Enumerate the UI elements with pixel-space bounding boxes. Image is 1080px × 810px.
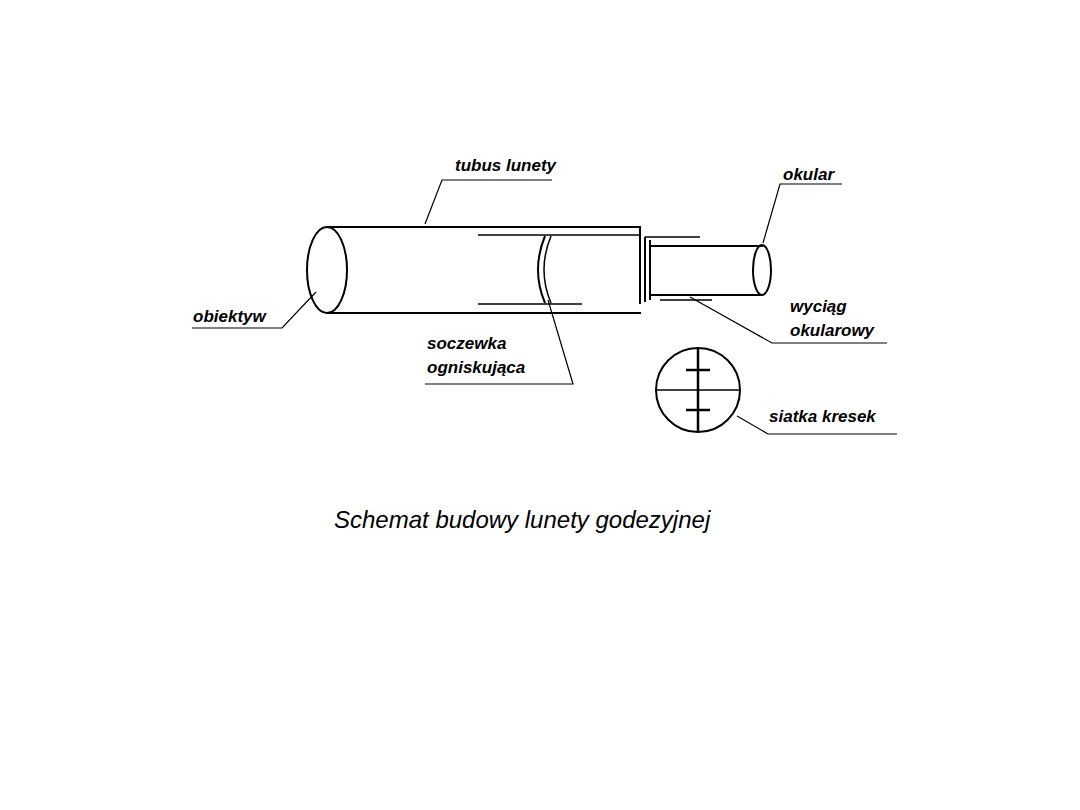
focus-guide bbox=[478, 303, 582, 305]
tube-outline bbox=[327, 226, 641, 228]
tube-outline bbox=[639, 227, 641, 304]
reticle-tick bbox=[686, 369, 710, 372]
focus-guide bbox=[478, 234, 640, 236]
reticle-tick bbox=[686, 409, 710, 412]
reticle-line bbox=[697, 348, 700, 432]
leader-line bbox=[192, 292, 316, 328]
eyepiece-lens bbox=[753, 245, 771, 295]
part-label: siatka kresek bbox=[769, 405, 876, 429]
drawtube-outline bbox=[650, 294, 763, 296]
reticle bbox=[656, 348, 740, 432]
focusing-lens bbox=[544, 236, 551, 303]
drawtube-outline bbox=[644, 237, 646, 302]
drawtube-outline bbox=[660, 299, 712, 301]
drawtube-outline bbox=[650, 245, 763, 247]
leader-line bbox=[425, 180, 552, 224]
leader-line bbox=[763, 184, 842, 243]
leader-line bbox=[425, 300, 573, 384]
part-label: wyciąg okularowy bbox=[790, 295, 890, 343]
part-label: tubus lunety bbox=[455, 154, 556, 178]
part-label: soczewka ogniskująca bbox=[427, 332, 547, 380]
objective-lens bbox=[307, 227, 347, 313]
figure-caption: Schemat budowy lunety godezyjnej bbox=[334, 506, 710, 534]
drawtube-outline bbox=[649, 240, 651, 300]
tube-outline bbox=[327, 312, 641, 314]
part-label: obiektyw bbox=[193, 305, 266, 329]
drawtube-outline bbox=[645, 236, 700, 238]
part-label: okular bbox=[783, 163, 834, 187]
